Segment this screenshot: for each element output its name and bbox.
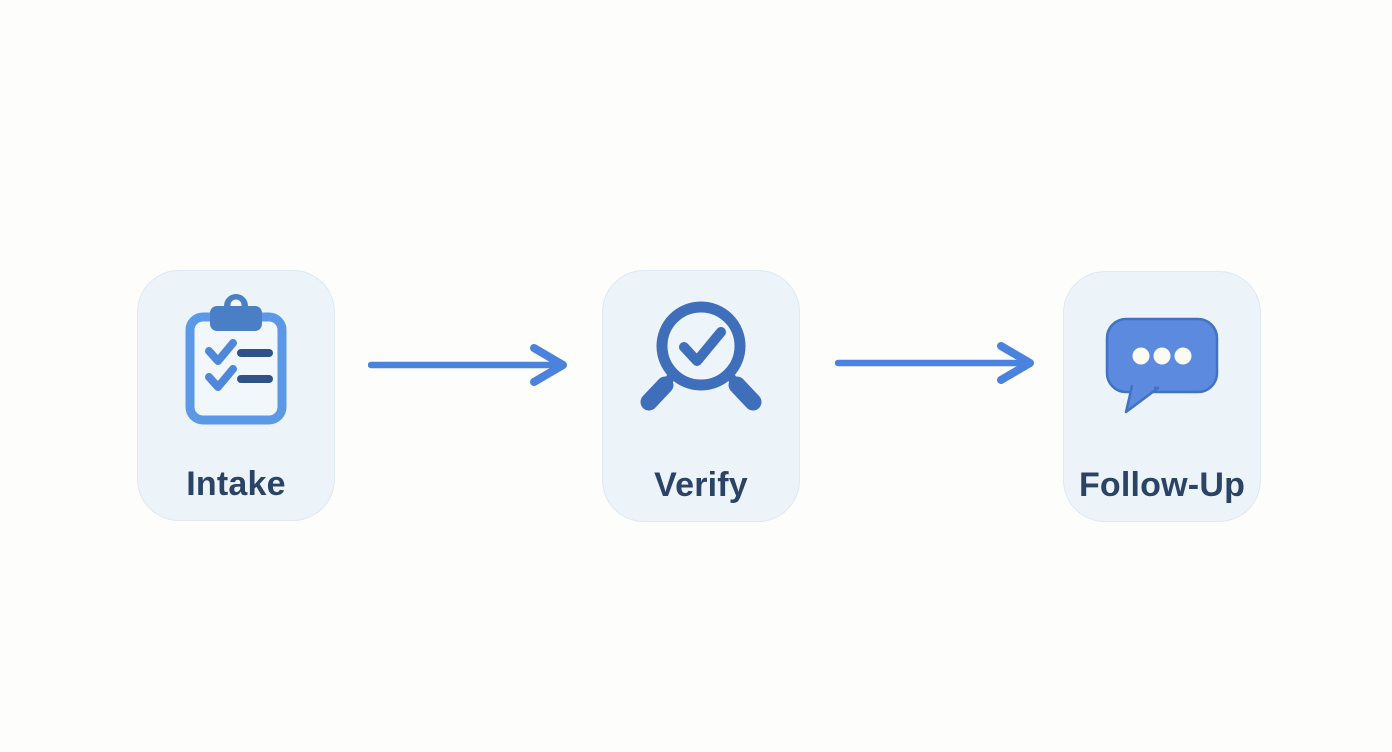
step-label-verify: Verify (654, 466, 748, 504)
step-card-follow-up: Follow-Up (1063, 271, 1261, 522)
arrow-right-icon (835, 342, 1034, 384)
step-card-verify: Verify (602, 270, 800, 522)
arrow-right-icon (368, 344, 567, 386)
clipboard-checklist-icon (181, 293, 291, 428)
step-label-intake: Intake (186, 465, 286, 503)
chat-bubble-ellipsis-icon (1104, 316, 1220, 416)
step-label-follow-up: Follow-Up (1078, 466, 1246, 504)
step-card-intake: Intake (137, 270, 335, 521)
magnifier-check-icon (637, 296, 765, 422)
